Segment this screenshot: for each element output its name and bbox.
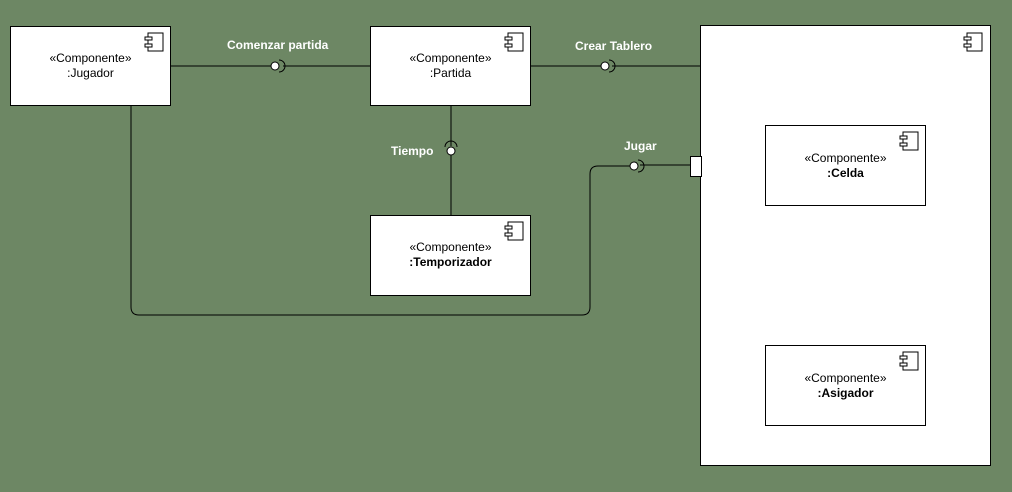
lollipop-tiempo[interactable] [444, 140, 458, 156]
uml-component-icon [899, 131, 919, 151]
component-partida[interactable]: «Componente» :Partida [370, 26, 531, 106]
asignador-stereotype: «Componente» [804, 371, 887, 385]
uml-component-icon [144, 32, 164, 52]
uml-component-icon [504, 221, 524, 241]
celda-name: :Celda [827, 166, 864, 180]
component-celda[interactable]: «Componente» :Celda [765, 125, 926, 206]
component-asignador[interactable]: «Componente» :Asigador [765, 345, 926, 426]
jugador-name: :Jugador [67, 66, 114, 80]
temporizador-name: :Temporizador [409, 255, 492, 269]
uml-component-icon [504, 32, 524, 52]
tablero-stereotype: «Componente» [717, 43, 800, 57]
uml-component-icon [899, 351, 919, 371]
tablero-port[interactable] [690, 156, 702, 177]
interface-label-comenzar-partida: Comenzar partida [227, 38, 329, 52]
component-temporizador[interactable]: «Componente» :Temporizador [370, 215, 531, 296]
jugador-stereotype: «Componente» [49, 51, 132, 65]
partida-name: :Partida [429, 66, 472, 80]
celda-stereotype: «Componente» [804, 151, 887, 165]
component-jugador[interactable]: «Componente» :Jugador [10, 26, 171, 106]
uml-component-icon [963, 32, 983, 52]
interface-label-tiempo: Tiempo [391, 144, 434, 158]
lollipop-jugar[interactable] [629, 159, 645, 173]
tablero-name: Tablero [737, 58, 777, 72]
temporizador-stereotype: «Componente» [409, 240, 492, 254]
connector-jugador-tablero [130, 105, 630, 316]
lollipop-comenzar-partida[interactable] [270, 59, 286, 73]
interface-label-crear-tablero: Crear Tablero [575, 39, 653, 53]
asignador-name: :Asigador [817, 386, 874, 400]
component-tablero[interactable]: «Componente» Tablero [690, 25, 991, 466]
partida-stereotype: «Componente» [409, 51, 492, 65]
interface-label-jugar: Jugar [624, 139, 657, 153]
lollipop-crear-tablero[interactable] [600, 59, 616, 73]
